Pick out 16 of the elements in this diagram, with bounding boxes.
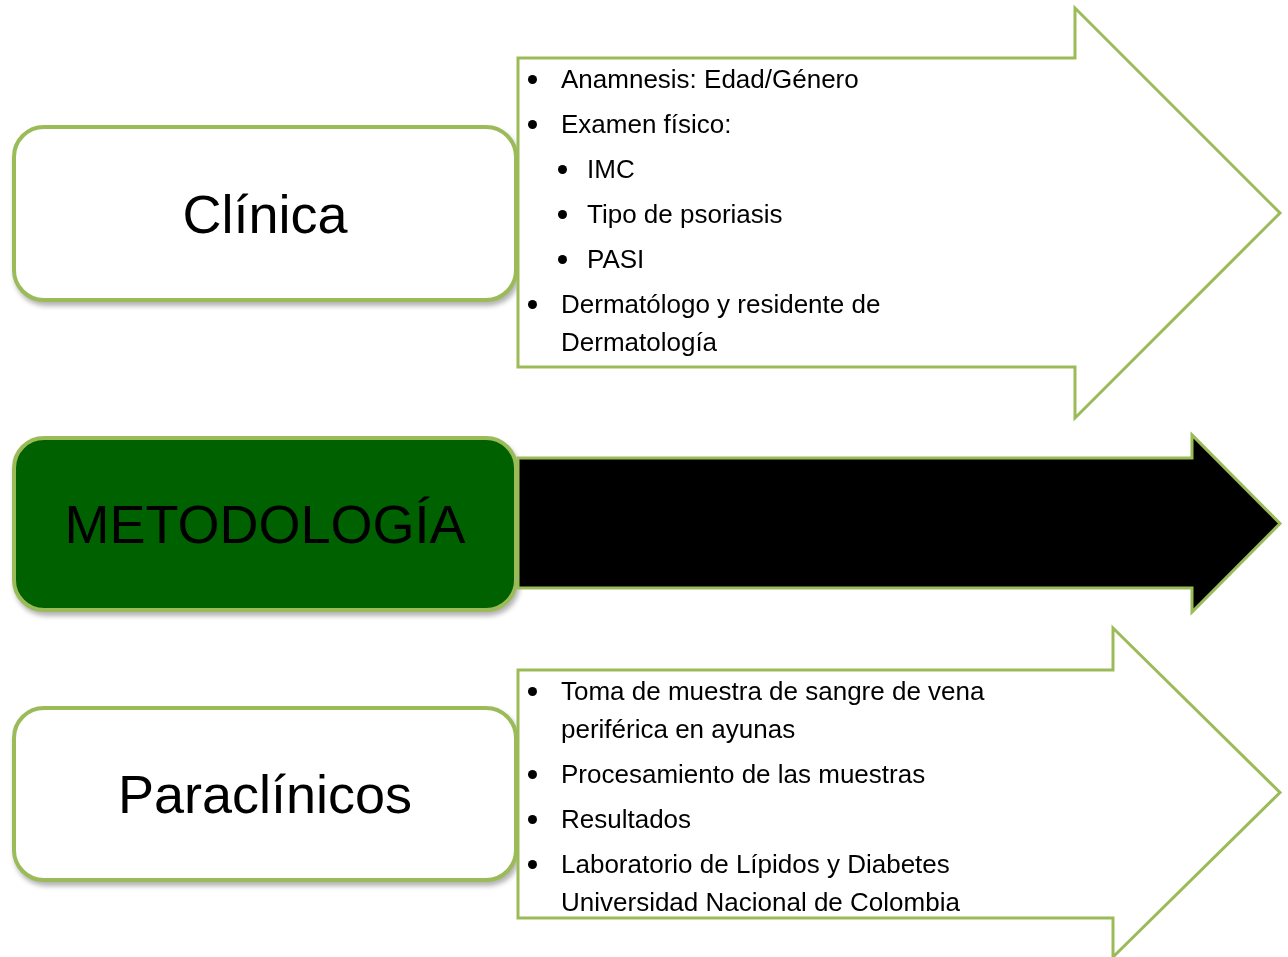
rounded-box [12,706,518,882]
highlighted-rounded-box [12,436,518,612]
bullet-text: Anamnesis: Edad/Género [561,63,859,96]
bullet-text: Examen físico: [561,108,732,141]
bullet-text: Toma de muestra de sangre de vena periférica en ayunas [561,675,986,746]
box-label: METODOLOGÍA [64,493,466,555]
bullet-text: PASI [587,243,645,276]
box-label: Paraclínicos [117,763,413,825]
bullet-text: Dermatólogo y residente de Dermatología [561,288,882,359]
bullet-text: Laboratorio de Lípidos y Diabetes Universidad Nacional de Colombia [561,848,961,919]
bullet-text: Resultados [561,803,692,836]
bullet-text: Procesamiento de las muestras [561,758,926,791]
box-label: Clínica [182,182,348,245]
bullet-text: IMC [587,153,635,186]
rounded-box [12,125,518,302]
bullet-text: Tipo de psoriasis [587,198,783,231]
